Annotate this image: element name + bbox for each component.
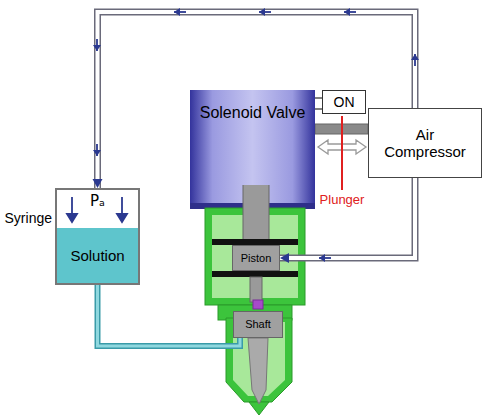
arrowhead — [93, 179, 103, 188]
part-label: Plunger — [320, 193, 365, 208]
upper-shaft — [243, 184, 269, 242]
node-label: Syringe — [5, 210, 52, 226]
connector-line — [315, 108, 322, 110]
syringe-barrel: SyringePₐSolution — [55, 188, 140, 285]
power-switch: ON — [322, 90, 366, 114]
flow-arrowhead — [174, 8, 180, 16]
piston: Piston — [232, 245, 280, 271]
arrowhead — [280, 253, 289, 263]
flow-arrowhead — [411, 54, 419, 60]
node-label: Pₐ — [90, 193, 105, 210]
shaft-coupler — [253, 300, 263, 309]
node-label: Piston — [241, 252, 272, 265]
air-compressor: Air Compressor — [368, 108, 482, 178]
needle — [248, 338, 268, 404]
pipe-connector — [93, 12, 416, 188]
node-label: Air Compressor — [380, 126, 470, 161]
piston-seal — [212, 271, 298, 277]
connector-line — [98, 283, 241, 346]
solenoid-valve: Solenoid Valve — [190, 90, 315, 185]
tube-connector — [98, 283, 241, 346]
wire-connector — [315, 98, 322, 109]
flow-arrowhead — [93, 45, 101, 51]
node-label: Solenoid Valve — [200, 104, 306, 122]
pipe-connector — [280, 178, 415, 263]
plunger-leader — [341, 116, 343, 190]
flow-arrowhead — [259, 8, 265, 16]
flow-arrowhead — [93, 150, 101, 156]
flow-arrowhead — [344, 8, 350, 16]
connector-line — [315, 97, 322, 99]
pressure-arrowhead — [67, 214, 77, 222]
connector-bore — [98, 283, 241, 346]
shaft: Shaft — [233, 311, 283, 338]
lower-rod — [250, 277, 262, 302]
node-label: Solution — [70, 247, 124, 264]
connector-bore — [280, 178, 415, 258]
solution-reservoir: Solution — [57, 228, 138, 283]
flow-arrowhead — [319, 254, 325, 262]
air-pressure-region: Pₐ — [57, 190, 138, 228]
pressure-arrowhead — [117, 214, 127, 222]
node-label: ON — [334, 94, 355, 110]
connector-line — [280, 178, 415, 258]
node-label: Shaft — [245, 318, 271, 331]
